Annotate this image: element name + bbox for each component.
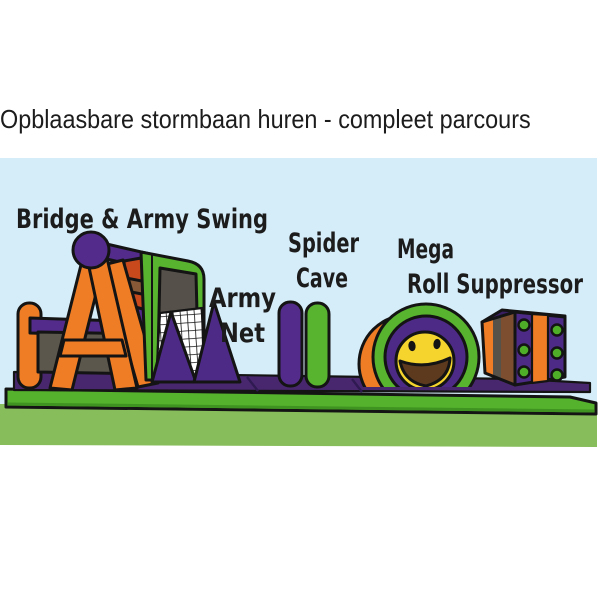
smiley-eye-left: [408, 340, 416, 352]
label-bridge-army-swing: Bridge & Army Swing: [16, 204, 268, 235]
army-net-tower: [139, 250, 242, 384]
block-orange-stripe: [530, 312, 550, 385]
obstacle-course-illustration: Bridge & Army Swing Army Net Spider Cave…: [0, 155, 600, 447]
caption-clip: Opblaasbare stormbaan - compleet parcour…: [0, 450, 600, 498]
wedge-right: [192, 300, 242, 384]
block-dots: [517, 318, 564, 382]
spider-cave-posts: [277, 300, 331, 389]
smiley-mouth: [398, 356, 452, 387]
label-mega: Mega: [397, 234, 454, 265]
green-post: [304, 301, 331, 389]
mega-roll-suppressor: [357, 302, 481, 387]
label-roll-suppressor: Roll Suppressor: [407, 269, 583, 300]
page-title: Opblaasbare stormbaan huren - compleet p…: [0, 104, 531, 134]
a-frame-crossbar: [58, 338, 128, 358]
label-army: Army: [209, 283, 276, 314]
purple-post: [277, 300, 304, 388]
end-block: [480, 308, 567, 387]
label-net: Net: [220, 318, 265, 349]
swing-ball: [71, 230, 111, 270]
label-spider: Spider: [288, 228, 359, 259]
smiley-eye-right: [433, 338, 441, 350]
bridge-army-swing-structure: [16, 230, 202, 392]
smiley-face: [394, 330, 456, 387]
label-cave: Cave: [296, 263, 348, 294]
wedge-left: [150, 310, 198, 384]
block-side: [480, 310, 517, 387]
grass: [0, 404, 597, 447]
